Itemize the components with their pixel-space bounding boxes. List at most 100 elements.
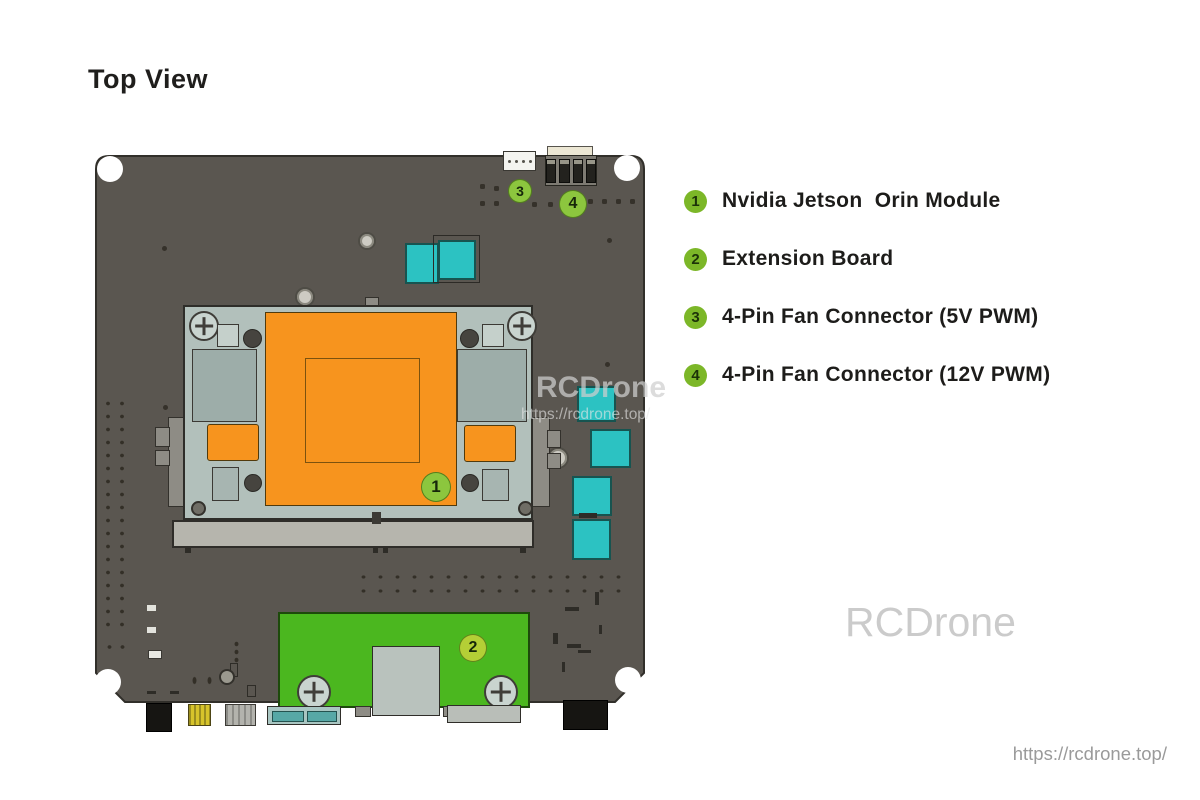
mounting-hole-bottom-left <box>95 669 121 695</box>
via-cluster-bottom-left <box>103 641 129 655</box>
usb-connector <box>267 706 341 725</box>
module-capacitor <box>460 329 479 348</box>
component-mark <box>595 592 599 605</box>
fan-connector-12v <box>545 155 597 186</box>
fan-connector-5v <box>503 151 536 171</box>
legend-item-2: 2 Extension Board <box>684 247 1050 271</box>
gray-connector <box>225 704 256 726</box>
audio-jack <box>146 703 172 732</box>
orange-component-right <box>464 425 516 462</box>
connector-foot <box>373 548 378 553</box>
via-dot <box>480 184 485 189</box>
heatsink-inner-outline <box>305 358 420 463</box>
module-component-right <box>457 349 527 422</box>
legend-label-4: 4-Pin Fan Connector (12V PWM) <box>722 363 1051 386</box>
via-dot <box>607 238 612 243</box>
module-pad <box>482 469 509 501</box>
module-pad <box>212 467 239 501</box>
legend-item-4: 4 4-Pin Fan Connector (12V PWM) <box>684 363 1050 387</box>
via-dot <box>602 199 607 204</box>
module-component-left <box>192 349 257 422</box>
via-dot <box>605 362 610 367</box>
module-capacitor <box>244 474 262 492</box>
teal-component <box>577 386 616 422</box>
component-mark <box>578 650 591 653</box>
via-dot <box>532 202 537 207</box>
watermark-brand-corner: RCDrone <box>845 599 1016 645</box>
component-mark <box>553 633 558 644</box>
standoff-ring <box>358 232 376 250</box>
via-dot <box>163 405 168 410</box>
extension-screw-left <box>297 675 331 709</box>
connector-foot <box>147 691 156 694</box>
via-dot <box>162 246 167 251</box>
legend-badge-4: 4 <box>684 363 707 387</box>
teal-component <box>590 429 631 468</box>
component-mark <box>247 685 256 697</box>
ethernet-connector <box>372 646 440 716</box>
component-mark <box>599 625 602 634</box>
carrier-board: 1 2 3 4 <box>95 146 645 735</box>
via-dot <box>494 201 499 206</box>
orange-component-left <box>207 424 259 461</box>
via-dot <box>548 202 553 207</box>
connector-foot <box>383 548 388 553</box>
legend-label-2: Extension Board <box>722 247 894 270</box>
legend-label-1: Nvidia Jetson Orin Module <box>722 189 1001 212</box>
teal-component <box>572 476 612 516</box>
module-side-tab <box>155 450 170 466</box>
module-side-tab <box>547 430 561 448</box>
teal-component <box>438 240 476 280</box>
connector-foot <box>170 691 179 694</box>
mounting-hole-top-left <box>97 156 123 182</box>
component-mark <box>567 644 581 648</box>
legend-badge-2: 2 <box>684 247 707 271</box>
hdmi-connector <box>447 705 521 723</box>
pad <box>147 627 156 633</box>
component-mark <box>579 513 597 518</box>
module-screw-top-right <box>507 311 537 341</box>
legend-item-1: 1 Nvidia Jetson Orin Module <box>684 189 1050 213</box>
extension-screw-right <box>484 675 518 709</box>
module-pad <box>482 324 504 347</box>
callout-3: 3 <box>508 179 532 203</box>
via-dot <box>630 199 635 204</box>
usb-port <box>272 711 304 722</box>
pad <box>148 650 162 659</box>
via-cluster <box>187 667 221 699</box>
power-connector <box>563 700 608 730</box>
component-outline <box>433 235 480 283</box>
legend: 1 Nvidia Jetson Orin Module 2 Extension … <box>684 189 1050 421</box>
module-capacitor <box>243 329 262 348</box>
legend-label-3: 4-Pin Fan Connector (5V PWM) <box>722 305 1039 328</box>
jetson-module: 1 <box>183 305 537 520</box>
board-tab <box>355 706 371 717</box>
module-screw-top-left <box>189 311 219 341</box>
standoff-ring <box>295 287 315 307</box>
module-side-tab <box>547 453 561 469</box>
module-pad <box>217 324 239 347</box>
component-mark <box>562 662 565 672</box>
yellow-connector <box>188 704 211 726</box>
via-dot <box>494 186 499 191</box>
teal-component <box>572 519 611 560</box>
extension-board: 2 <box>278 612 530 717</box>
legend-badge-1: 1 <box>684 189 707 213</box>
module-corner-screw <box>191 501 206 516</box>
mounting-hole-bottom-right <box>615 667 641 693</box>
connector-foot <box>185 548 191 553</box>
standoff-ring <box>219 669 235 685</box>
module-side-tab <box>155 427 170 447</box>
module-bottom-tab <box>372 512 381 524</box>
page-title: Top View <box>88 64 209 94</box>
via-dot <box>588 199 593 204</box>
watermark-url-corner: https://rcdrone.top/ <box>1012 743 1167 764</box>
via-dot <box>480 201 485 206</box>
via-column-left <box>101 397 131 635</box>
legend-item-3: 3 4-Pin Fan Connector (5V PWM) <box>684 305 1050 329</box>
callout-2: 2 <box>459 634 487 662</box>
pad <box>147 605 156 611</box>
module-connector-bar <box>172 520 534 548</box>
legend-badge-3: 3 <box>684 305 707 329</box>
